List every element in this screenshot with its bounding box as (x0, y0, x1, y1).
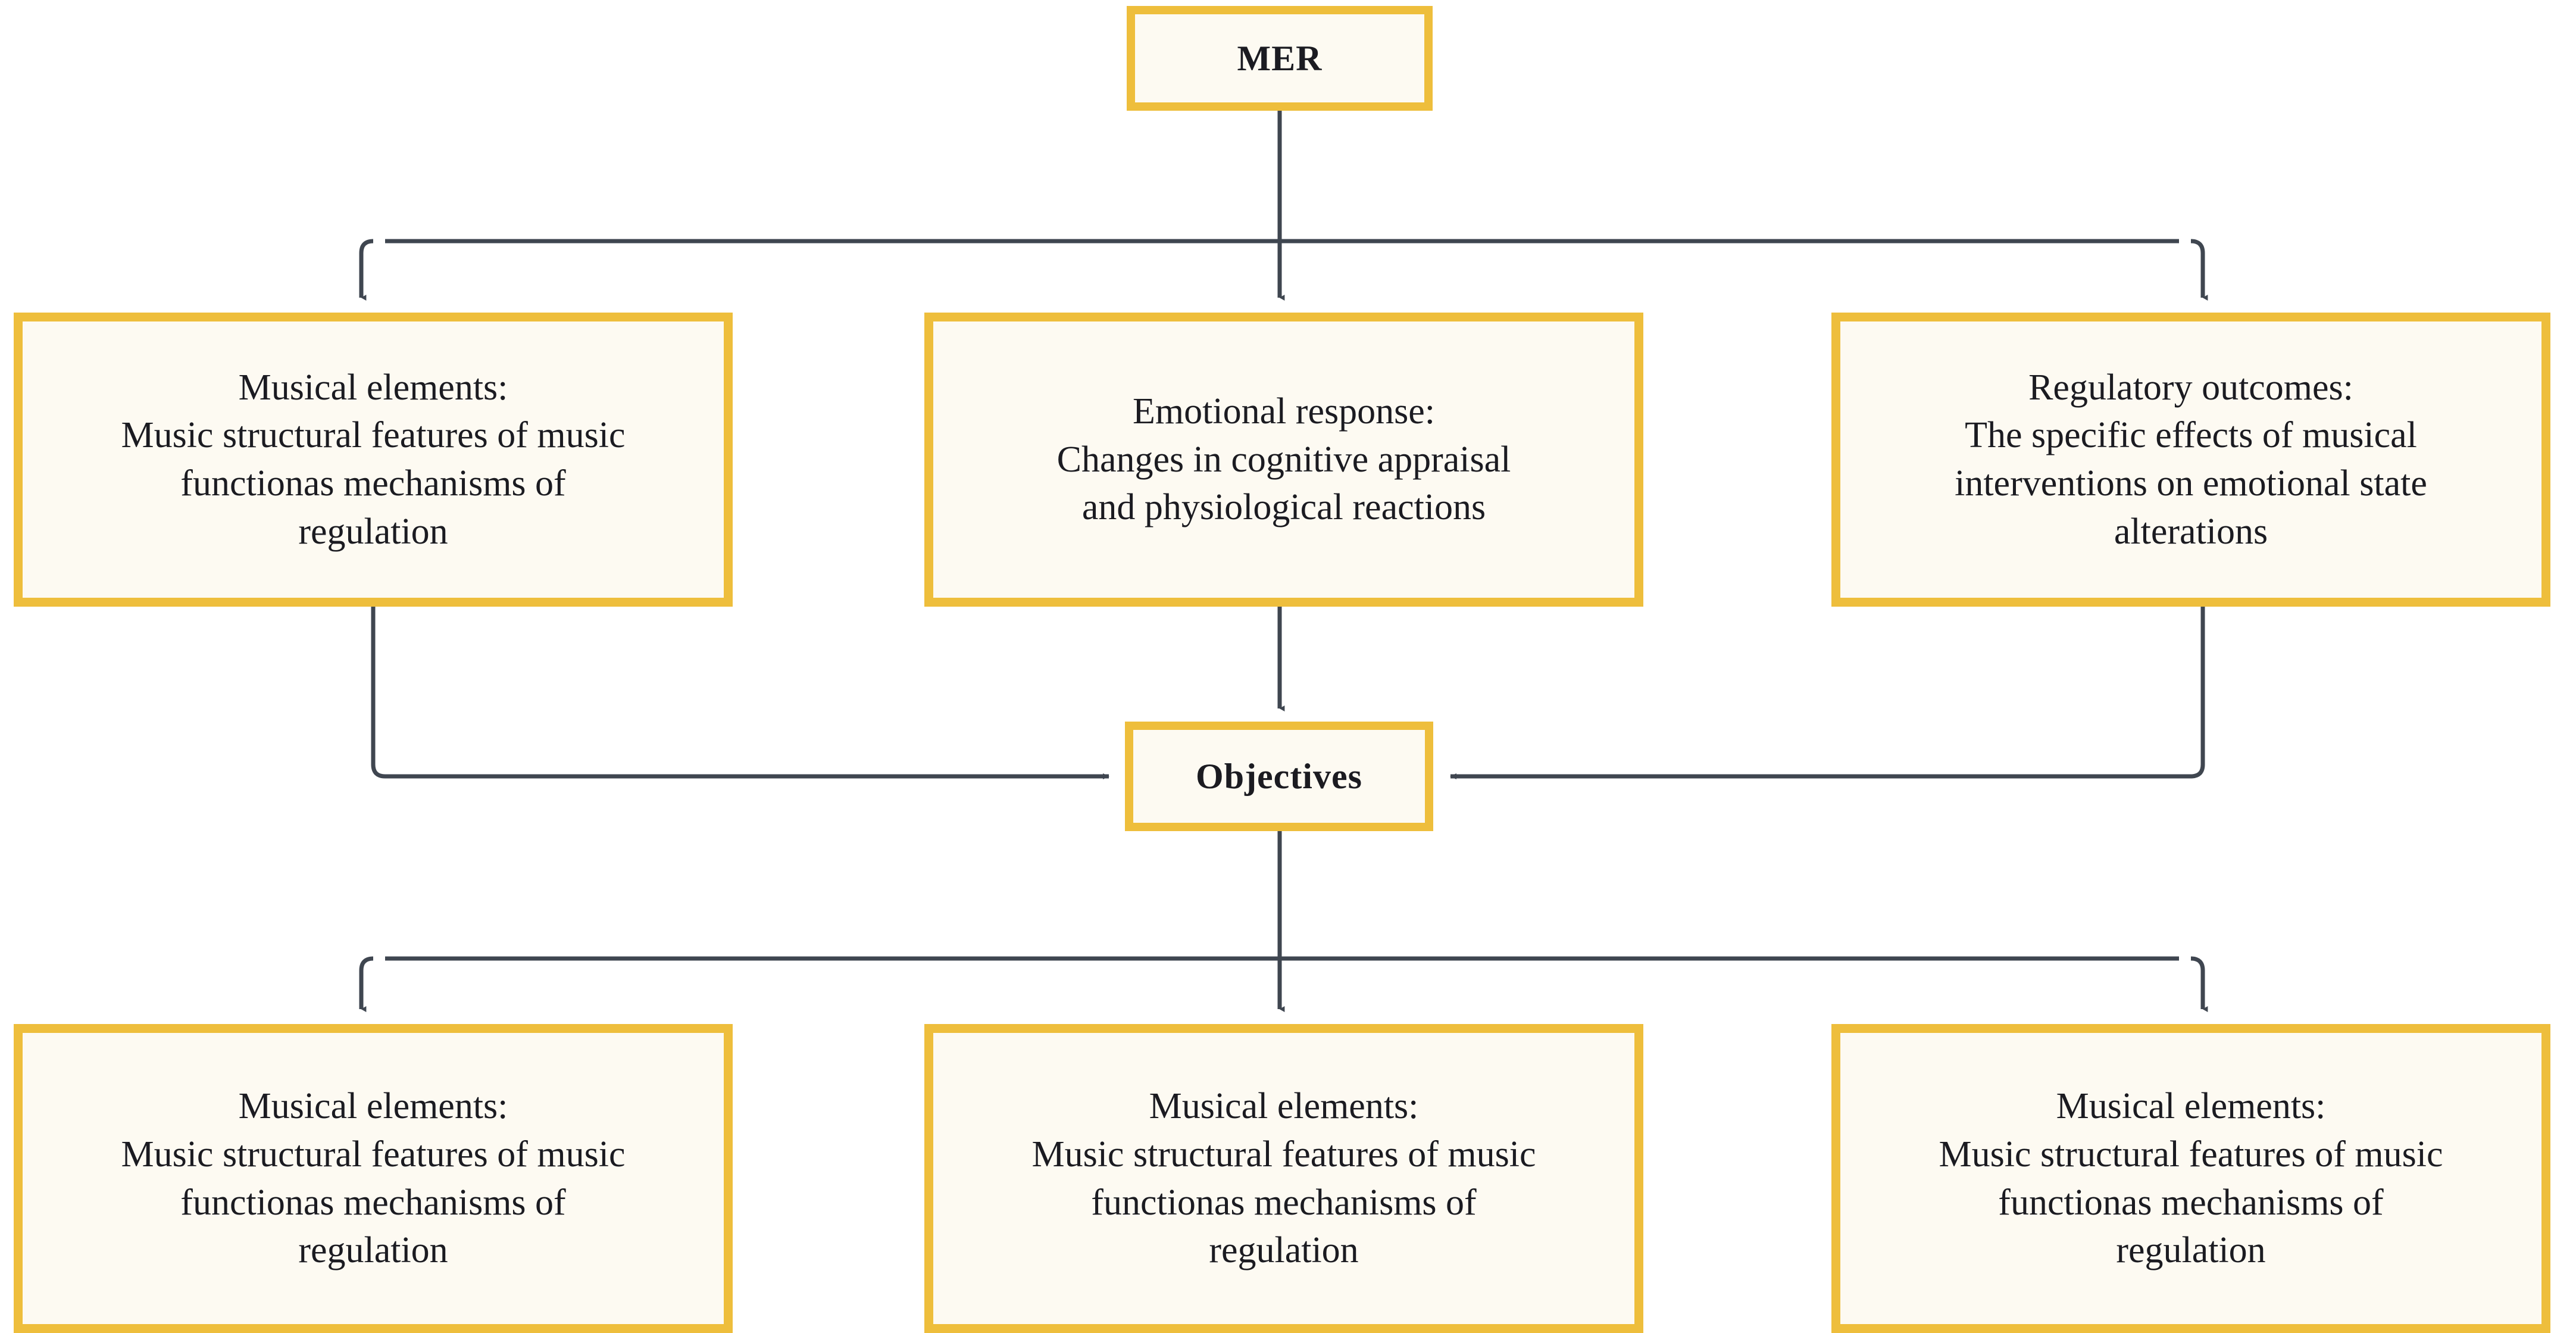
edge-regulatory-to-objectives (1450, 607, 2205, 779)
node-musical-elements-bottom-center[interactable]: Musical elements: Music structural featu… (924, 1024, 1643, 1333)
node-emotional-response[interactable]: Emotional response: Changes in cognitive… (924, 313, 1643, 607)
node-objectives[interactable]: Objectives (1125, 722, 1433, 831)
node-musical-elements-bottom-right[interactable]: Musical elements: Music structural featu… (1831, 1024, 2550, 1333)
edge-mer-to-regulatory (2190, 239, 2208, 301)
node-mer[interactable]: MER (1127, 6, 1433, 111)
node-musical-elements-bottom-left-label: Musical elements: Music structural featu… (121, 1086, 626, 1271)
edge-objectives-to-bottom-right (2190, 956, 2208, 1012)
node-regulatory-outcomes-label: Regulatory outcomes: The specific effect… (1955, 367, 2427, 552)
node-musical-elements-bottom-center-label: Musical elements: Music structural featu… (1031, 1086, 1536, 1271)
node-regulatory-outcomes[interactable]: Regulatory outcomes: The specific effect… (1831, 313, 2550, 607)
node-musical-elements-bottom-left[interactable]: Musical elements: Music structural featu… (14, 1024, 733, 1333)
node-emotional-response-label: Emotional response: Changes in cognitive… (1056, 391, 1511, 528)
node-objectives-label: Objectives (1196, 757, 1362, 796)
edge-objectives-to-bottom-left (359, 956, 374, 1012)
node-musical-elements-top-label: Musical elements: Music structural featu… (121, 367, 626, 552)
node-musical-elements-bottom-right-label: Musical elements: Music structural featu… (1939, 1086, 2443, 1271)
node-mer-label: MER (1237, 39, 1323, 78)
edge-mer-to-musical-left (359, 239, 374, 301)
node-musical-elements-top[interactable]: Musical elements: Music structural featu… (14, 313, 733, 607)
edge-musical-left-to-objectives (371, 607, 1109, 779)
